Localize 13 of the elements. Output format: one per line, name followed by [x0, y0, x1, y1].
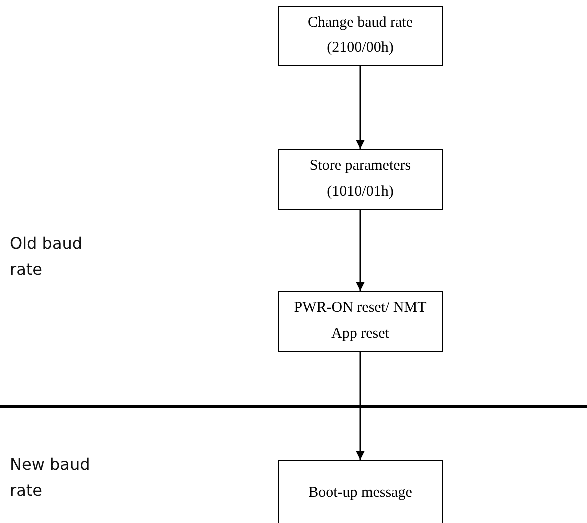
arrow — [356, 352, 365, 460]
process-box — [278, 291, 443, 352]
arrow — [356, 66, 365, 149]
box-text: Boot-up message — [308, 484, 414, 503]
box-text: Store parameters (1010/01h) — [308, 157, 412, 202]
arrow — [356, 210, 365, 291]
region-label: Old baud rate — [10, 233, 84, 281]
region-label: New baud rate — [10, 454, 92, 502]
process-box — [278, 460, 443, 523]
process-box — [278, 149, 443, 210]
box-text: PWR-ON reset/ NMT App reset — [293, 299, 428, 344]
process-box — [278, 6, 443, 66]
box-text: Change baud rate (2100/00h) — [307, 14, 414, 58]
